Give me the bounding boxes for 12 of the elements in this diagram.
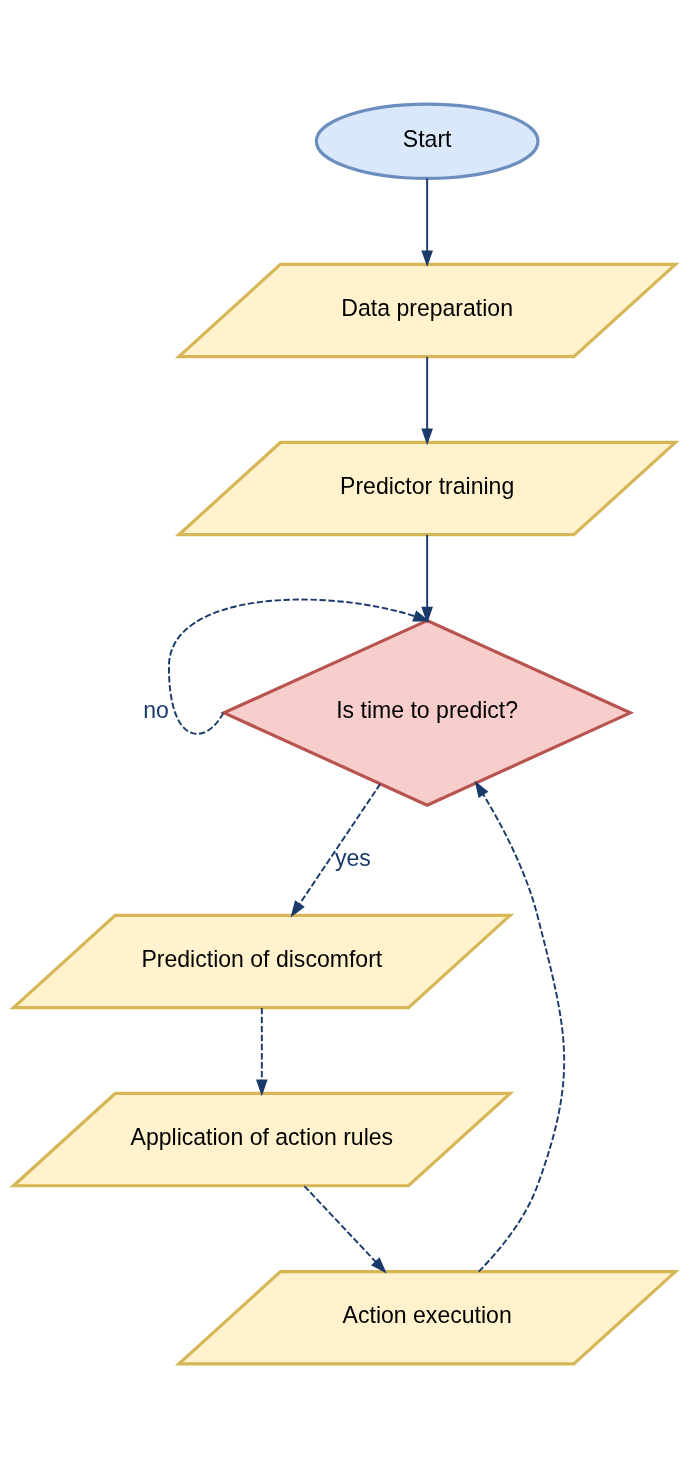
arrow	[256, 1006, 268, 1096]
arrow	[421, 533, 433, 623]
arrow	[303, 1184, 387, 1273]
arrow	[167, 598, 430, 735]
node-diamond: Is time to predict?	[220, 618, 635, 807]
arrow	[421, 355, 433, 445]
arrow	[421, 177, 433, 267]
arrow	[290, 782, 382, 917]
arrow	[474, 780, 565, 1272]
node-ellipse: Start	[314, 102, 540, 180]
edge-label: no	[143, 696, 169, 723]
edge-label: yes	[334, 844, 371, 871]
